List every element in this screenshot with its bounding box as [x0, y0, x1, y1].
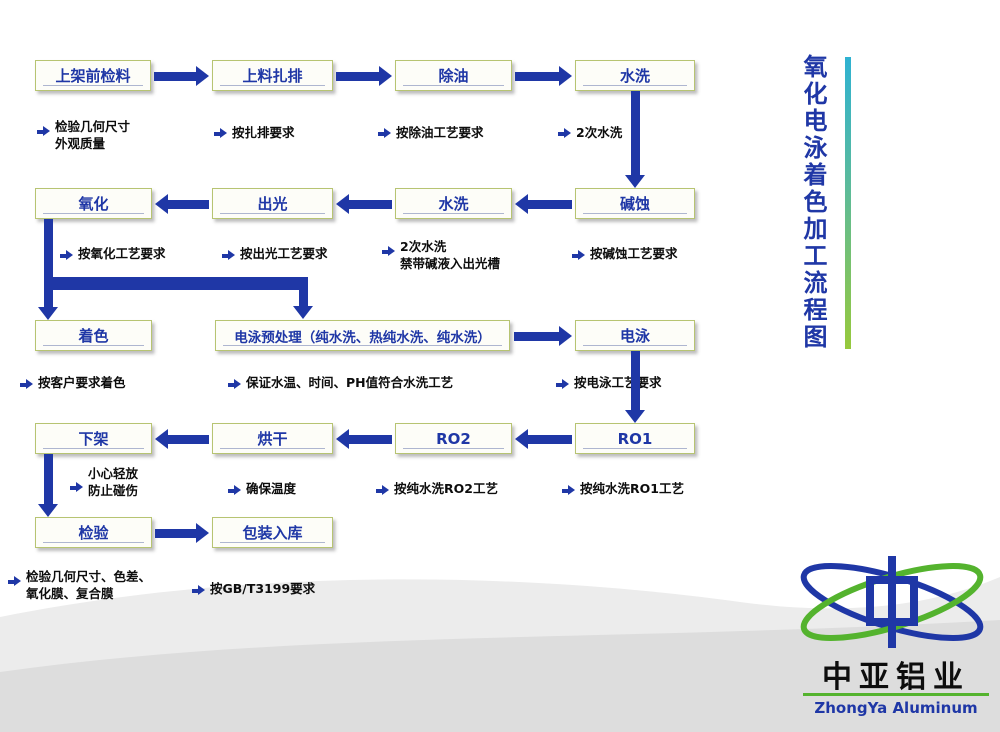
- note-bullet-icon: [572, 250, 585, 261]
- flow-box-rinse-2: 水洗: [395, 188, 512, 219]
- flow-box-label: 包装入库: [242, 524, 303, 542]
- note-bullet-icon: [228, 379, 241, 390]
- note-bullet-icon: [20, 379, 33, 390]
- note-drying: 确保温度: [246, 481, 297, 496]
- flow-box-label: 烘干: [257, 430, 288, 448]
- flow-box-pre-rack-inspection: 上架前检料: [35, 60, 151, 91]
- flow-box-ro2: RO2: [395, 423, 512, 454]
- note-degreasing: 按除油工艺要求: [396, 125, 484, 140]
- arrow-down-icon: [624, 91, 646, 188]
- note-brightening: 按出光工艺要求: [240, 246, 328, 261]
- note-ro1: 按纯水洗RO1工艺: [580, 481, 684, 496]
- flow-box-label: 碱蚀: [619, 195, 650, 213]
- note-bullet-icon: [70, 482, 83, 493]
- flow-box-label: 氧化: [78, 195, 109, 213]
- note-bullet-icon: [378, 128, 391, 139]
- flow-box-label: 着色: [78, 327, 109, 345]
- flow-box-drying: 烘干: [212, 423, 333, 454]
- branch-connector: [46, 277, 308, 290]
- note-electrophoresis: 按电泳工艺要求: [574, 375, 662, 390]
- note-coloring: 按客户要求着色: [38, 375, 126, 390]
- background-wave: [0, 577, 1000, 732]
- flow-box-degreasing: 除油: [395, 60, 512, 91]
- arrow-down-icon: [624, 351, 646, 423]
- flow-box-inspection: 检验: [35, 517, 152, 548]
- flow-box-label: 电泳: [619, 327, 650, 345]
- note-bullet-icon: [376, 485, 389, 496]
- note-bullet-icon: [382, 246, 395, 257]
- note-bullet-icon: [37, 126, 50, 137]
- company-logo-icon: [800, 556, 984, 648]
- note-alkali-etching: 按碱蚀工艺要求: [590, 246, 678, 261]
- arrow-left-icon: [336, 193, 392, 215]
- note-unracking: 小心轻放 防止碰伤: [88, 466, 139, 498]
- arrow-left-icon: [336, 428, 392, 450]
- flow-box-packing: 包装入库: [212, 517, 333, 548]
- arrow-down-icon: [37, 219, 59, 320]
- flow-box-oxidation: 氧化: [35, 188, 152, 219]
- page-title: 氧化电泳着色加工流程图: [799, 54, 827, 351]
- logo-divider: [803, 693, 989, 696]
- flow-box-ep-pretreatment: 电泳预处理（纯水洗、热纯水洗、纯水洗）: [215, 320, 510, 351]
- flow-box-label: RO1: [617, 429, 653, 448]
- note-bullet-icon: [214, 128, 227, 139]
- note-bullet-icon: [222, 250, 235, 261]
- flow-box-alkali-etching: 碱蚀: [575, 188, 695, 219]
- flow-box-rinse-1: 水洗: [575, 60, 695, 91]
- arrow-right-icon: [154, 65, 209, 87]
- flow-box-label: 出光: [257, 195, 288, 213]
- note-oxidation: 按氧化工艺要求: [78, 246, 166, 261]
- flow-box-brightening: 出光: [212, 188, 333, 219]
- note-bullet-icon: [562, 485, 575, 496]
- arrow-left-icon: [155, 428, 209, 450]
- flow-box-coloring: 着色: [35, 320, 152, 351]
- flow-box-label: 上架前检料: [55, 67, 131, 85]
- note-bullet-icon: [8, 576, 21, 587]
- note-inspection: 检验几何尺寸、色差、 氧化膜、复合膜: [26, 569, 152, 601]
- flow-box-ro1: RO1: [575, 423, 695, 454]
- note-ep-pretreatment: 保证水温、时间、PH值符合水洗工艺: [246, 375, 454, 390]
- arrow-left-icon: [515, 428, 572, 450]
- company-name-cn: 中亚铝业: [822, 660, 970, 695]
- note-bullet-icon: [228, 485, 241, 496]
- arrow-left-icon: [155, 193, 209, 215]
- note-packing: 按GB/T3199要求: [210, 581, 316, 596]
- flow-box-label: 检验: [78, 524, 109, 542]
- flow-box-label: 水洗: [619, 67, 650, 85]
- flow-box-unracking: 下架: [35, 423, 152, 454]
- note-bullet-icon: [192, 585, 205, 596]
- company-name-en: ZhongYa Aluminum: [814, 699, 978, 717]
- note-bullet-icon: [556, 379, 569, 390]
- flow-box-label: 水洗: [438, 195, 469, 213]
- flow-box-label: RO2: [436, 429, 471, 448]
- note-bullet-icon: [558, 128, 571, 139]
- arrow-left-icon: [515, 193, 572, 215]
- arrow-down-icon: [37, 454, 59, 517]
- note-pre-rack-inspection: 检验几何尺寸 外观质量: [55, 119, 131, 151]
- note-racking: 按扎排要求: [232, 125, 295, 140]
- flow-box-electrophoresis: 电泳: [575, 320, 695, 351]
- flow-box-label: 除油: [438, 67, 469, 85]
- flow-box-racking: 上料扎排: [212, 60, 333, 91]
- arrow-right-icon: [336, 65, 392, 87]
- flow-box-label: 下架: [78, 430, 109, 448]
- arrow-down-icon: [292, 277, 314, 319]
- note-bullet-icon: [60, 250, 73, 261]
- title-accent-bar: [845, 57, 851, 349]
- note-ro2: 按纯水洗RO2工艺: [394, 481, 498, 496]
- arrow-right-icon: [514, 325, 572, 347]
- note-rinse-2: 2次水洗 禁带碱液入出光槽: [400, 239, 501, 271]
- note-rinse-1: 2次水洗: [576, 125, 623, 140]
- arrow-right-icon: [155, 522, 209, 544]
- flow-box-label: 上料扎排: [242, 67, 303, 85]
- flow-box-label: 电泳预处理（纯水洗、热纯水洗、纯水洗）: [234, 329, 491, 346]
- arrow-right-icon: [515, 65, 572, 87]
